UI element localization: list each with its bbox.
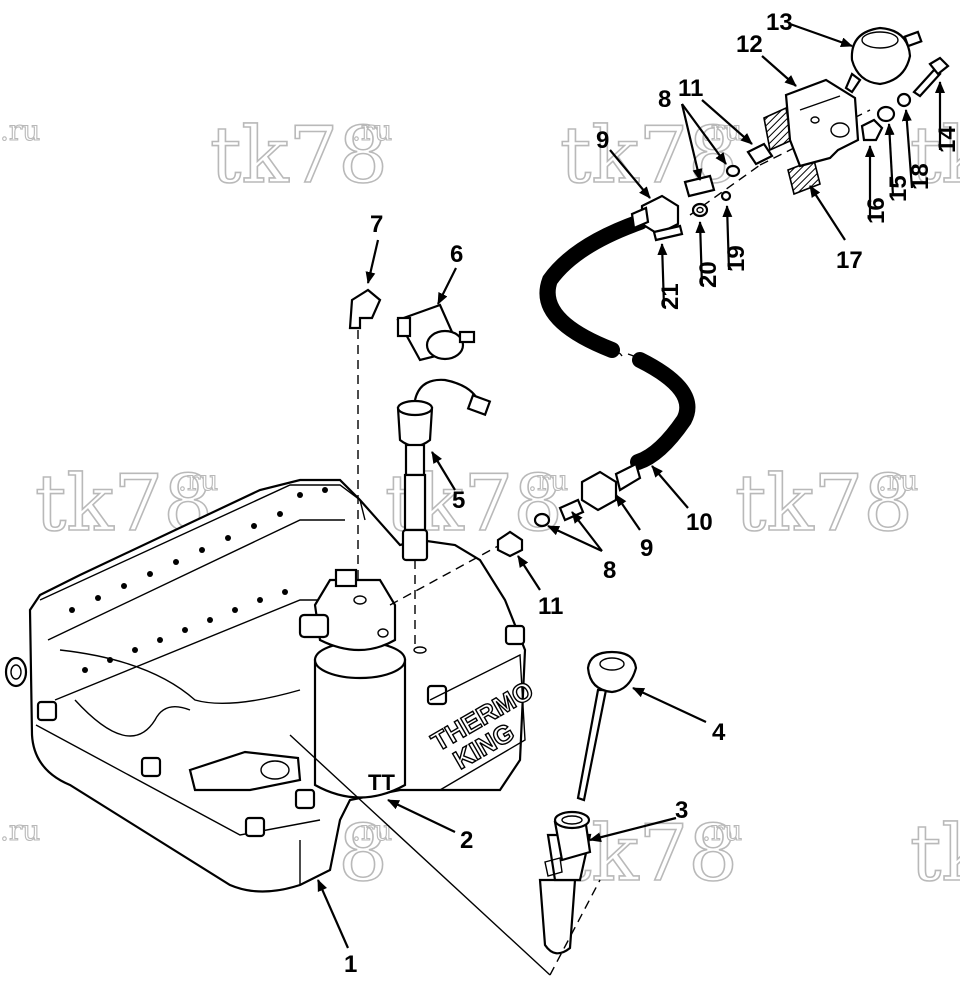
callout-labels: 1 2 3 4 5 6 7 8 8 9 9 10 11 11 12 13 14 … — [344, 9, 960, 978]
elbow-fitting — [348, 288, 382, 330]
callout-14: 14 — [934, 126, 960, 153]
adapter-upper — [746, 142, 774, 166]
oil-pan: THERMO KING — [4, 478, 539, 893]
nut — [860, 118, 884, 142]
callout-5: 5 — [452, 487, 465, 514]
callout-11-upper: 11 — [678, 75, 703, 102]
flat-washer — [876, 105, 896, 123]
bolt — [912, 56, 950, 98]
sleeves-upper — [683, 164, 741, 198]
washer-hole — [696, 206, 704, 214]
callout-12: 12 — [736, 31, 763, 58]
callout-16: 16 — [863, 197, 890, 224]
washer — [691, 202, 709, 218]
screw — [652, 224, 684, 242]
callout-8-upper: 8 — [658, 86, 671, 113]
watermark-suffix: .ru — [352, 114, 392, 147]
watermark-text: tk78 — [210, 111, 388, 201]
callout-17: 17 — [836, 247, 863, 274]
filter-marking: TT — [368, 770, 395, 795]
adapter-lower — [496, 530, 524, 558]
callout-11-lower: 11 — [538, 593, 563, 620]
lock-washer — [896, 92, 912, 108]
callout-18: 18 — [907, 163, 934, 190]
pressure-gauge-sender — [844, 26, 923, 94]
callout-13: 13 — [766, 9, 793, 36]
callout-21: 21 — [657, 283, 684, 310]
watermark-suffix: .ru — [528, 464, 568, 497]
callout-6: 6 — [450, 241, 463, 268]
watermark-text: tk78 — [735, 459, 913, 549]
callout-9-upper: 9 — [596, 127, 609, 154]
sleeves-lower — [533, 498, 585, 528]
callout-8-lower: 8 — [603, 557, 616, 584]
watermark-suffix: .ru — [0, 114, 40, 147]
watermark-suffix: .ru — [702, 814, 742, 847]
dipstick-tube — [538, 810, 592, 955]
callout-leaders — [316, 22, 945, 949]
callout-1: 1 — [344, 951, 357, 978]
callout-20: 20 — [695, 261, 722, 288]
callout-19: 19 — [723, 245, 750, 272]
hose-nut-upper — [630, 194, 680, 236]
oil-level-sensor — [396, 378, 492, 562]
oil-hose — [539, 214, 696, 470]
watermark-suffix: .ru — [878, 464, 918, 497]
mounting-bracket — [784, 78, 860, 168]
watermark-text: tk78 — [910, 111, 960, 201]
callout-9-lower: 9 — [640, 535, 653, 562]
hose-nut-lower — [580, 462, 642, 512]
callout-7: 7 — [370, 211, 383, 238]
callout-2: 2 — [460, 827, 473, 854]
dipstick — [576, 650, 638, 802]
watermark-suffix: .ru — [352, 814, 392, 847]
pressure-switch — [396, 303, 476, 362]
callout-4: 4 — [712, 719, 726, 746]
watermark-text: tk78 — [910, 809, 960, 899]
watermark-suffix: .ru — [0, 814, 40, 847]
sensor-port — [413, 646, 427, 654]
lockwasher — [720, 190, 732, 202]
callout-15: 15 — [885, 175, 912, 202]
watermark-text: tk78 — [560, 809, 738, 899]
callout-3: 3 — [675, 797, 688, 824]
watermark-suffix: .ru — [178, 464, 218, 497]
oil-filter: TT — [298, 568, 407, 799]
callout-10: 10 — [686, 509, 713, 536]
